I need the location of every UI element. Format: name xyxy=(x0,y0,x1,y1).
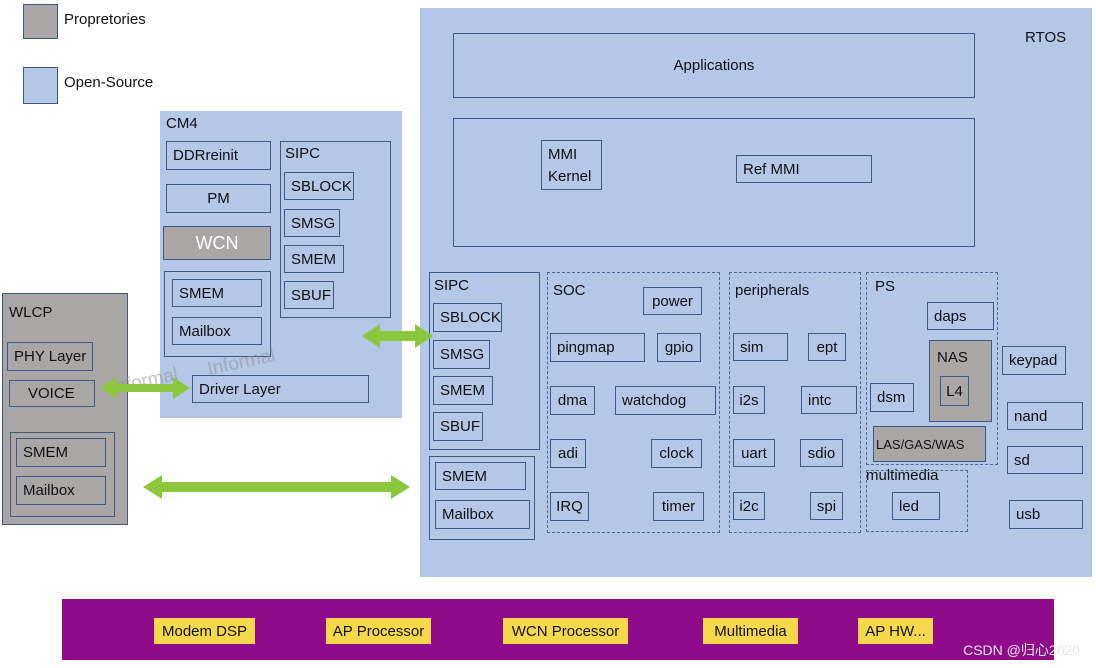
wlcp-title: WLCP xyxy=(9,304,53,321)
hw-ap-hw: AP HW... xyxy=(858,618,933,644)
rtos-smem: SMEM xyxy=(433,376,493,405)
soc-watchdog: watchdog xyxy=(615,386,716,415)
ref-mmi-box: Ref MMI xyxy=(736,155,872,183)
cm4-sblock: SBLOCK xyxy=(284,172,354,200)
soc-title: SOC xyxy=(553,282,586,299)
soc-gpio: gpio xyxy=(657,333,701,362)
side-keypad: keypad xyxy=(1002,346,1066,375)
cm4-sipc-smem: SMEM xyxy=(284,245,344,273)
ps-l4: L4 xyxy=(940,376,969,406)
mmi-kernel-box: MMI Kernel xyxy=(541,140,602,190)
hw-ap-processor: AP Processor xyxy=(326,618,431,644)
periph-sim: sim xyxy=(733,333,788,361)
mmi-area xyxy=(453,118,975,247)
ps-dsm: dsm xyxy=(870,383,914,412)
arrow-wlcp-rtos xyxy=(143,475,410,499)
soc-adi: adi xyxy=(550,439,586,468)
side-nand: nand xyxy=(1007,402,1083,430)
soc-dma: dma xyxy=(550,386,595,415)
ps-daps: daps xyxy=(927,302,994,330)
multimedia-led: led xyxy=(892,492,940,520)
credit-text: CSDN @归心2020 xyxy=(963,642,1080,658)
soc-timer: timer xyxy=(653,492,704,521)
soc-clock: clock xyxy=(651,439,702,468)
multimedia-title: multimedia xyxy=(866,467,939,484)
soc-irq: IRQ xyxy=(550,492,589,521)
periph-i2s: i2s xyxy=(733,386,765,414)
mmi-kernel-line1: MMI xyxy=(548,146,578,163)
rtos-sbuf: SBUF xyxy=(433,412,483,441)
cm4-driver-layer: Driver Layer xyxy=(192,375,369,403)
periph-i2c: i2c xyxy=(733,492,765,520)
hw-multimedia: Multimedia xyxy=(703,618,798,644)
applications-box: Applications xyxy=(453,33,975,98)
legend-swatch-proprietary xyxy=(23,4,58,39)
rtos-sblock: SBLOCK xyxy=(433,303,502,332)
periph-spi: spi xyxy=(810,492,843,520)
hw-modem-dsp: Modem DSP xyxy=(154,618,255,644)
soc-power: power xyxy=(643,287,702,315)
cm4-sbuf: SBUF xyxy=(284,281,334,309)
rtos-mem-mailbox: Mailbox xyxy=(435,500,530,529)
side-usb: usb xyxy=(1009,500,1083,529)
rtos-smsg: SMSG xyxy=(433,340,490,369)
wlcp-smem: SMEM xyxy=(16,438,106,467)
periph-intc: intc xyxy=(801,386,857,414)
cm4-title: CM4 xyxy=(166,115,198,132)
wlcp-voice: VOICE xyxy=(9,380,95,407)
legend-swatch-open-source xyxy=(23,67,58,104)
arrow-voice-driver xyxy=(100,377,190,399)
mmi-kernel-line2: Kernel xyxy=(548,168,592,185)
ps-title: PS xyxy=(875,278,896,295)
periph-sdio: sdio xyxy=(800,439,843,467)
cm4-ddrreinit: DDRreinit xyxy=(166,141,271,170)
cm4-smem: SMEM xyxy=(172,279,262,307)
legend-label-proprietary: Propretories xyxy=(64,11,146,28)
cm4-smsg: SMSG xyxy=(284,209,340,237)
wlcp-mailbox: Mailbox xyxy=(16,476,106,505)
periph-uart: uart xyxy=(733,439,775,467)
cm4-mailbox: Mailbox xyxy=(172,317,262,345)
legend-label-open-source: Open-Source xyxy=(64,74,154,91)
rtos-sipc-title: SIPC xyxy=(434,277,470,294)
hw-wcn-processor: WCN Processor xyxy=(503,618,628,644)
cm4-sipc-title: SIPC xyxy=(285,145,321,162)
soc-pingmap: pingmap xyxy=(550,333,645,362)
wlcp-phy-layer: PHY Layer xyxy=(7,342,93,371)
cm4-wcn: WCN xyxy=(163,226,271,260)
arrow-cm4-rtos xyxy=(362,324,433,348)
ps-nas-label: NAS xyxy=(937,349,968,366)
side-sd: sd xyxy=(1007,446,1083,474)
rtos-title: RTOS xyxy=(1025,29,1067,46)
cm4-pm: PM xyxy=(166,184,271,213)
ps-las: LAS/GAS/WAS xyxy=(873,426,986,462)
rtos-mem-smem: SMEM xyxy=(435,462,526,490)
peripherals-title: peripherals xyxy=(735,282,810,299)
periph-ept: ept xyxy=(808,333,846,361)
